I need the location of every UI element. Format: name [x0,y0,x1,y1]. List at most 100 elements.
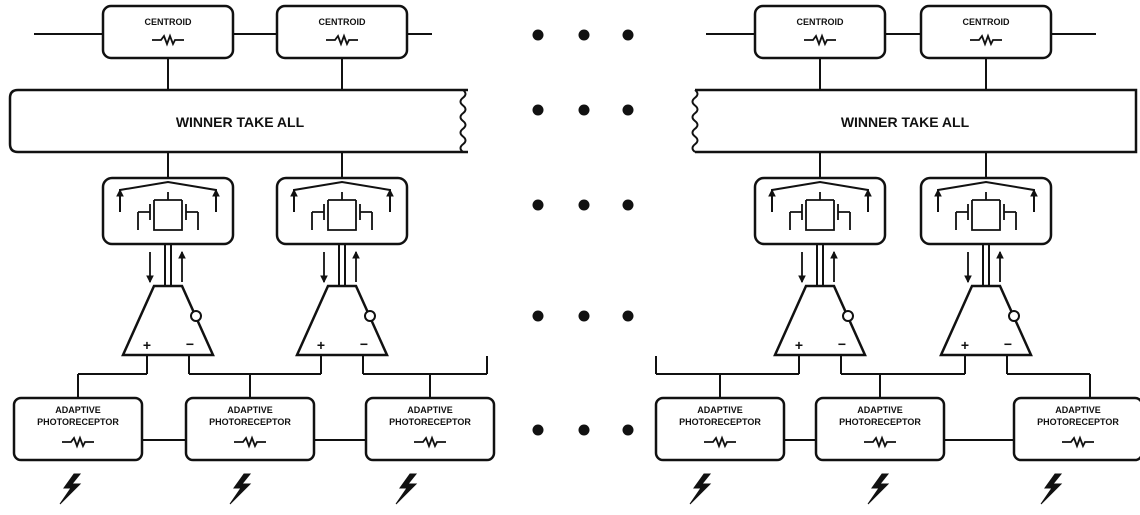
photoreceptor-block [12,396,144,462]
minus-input-label: − [1004,336,1012,352]
adaptive-label: ADAPTIVE [857,405,903,415]
ellipsis-dot [532,29,544,41]
arrow-up-icon [830,250,838,259]
arrow-up-icon [386,188,394,197]
feedback-path [119,180,217,212]
light-input-icon [395,473,418,505]
winner-take-all-label: WINNER TAKE ALL [841,114,970,130]
resistor-icon [804,33,836,47]
photoreceptor-block [814,396,946,462]
resistor-icon [704,435,736,449]
arrow-down-icon [798,275,806,284]
ellipsis-dot [622,424,634,436]
arrow-up-icon [116,188,124,197]
adaptive-label: ADAPTIVE [55,405,101,415]
arrow-up-icon [996,250,1004,259]
pixel-switch-block [101,176,235,246]
ellipsis-dot [578,104,590,116]
resistor-icon [62,435,94,449]
resistor-icon [970,33,1002,47]
arrow-down-icon [964,275,972,284]
ellipsis-dot [532,424,544,436]
adaptive-label: ADAPTIVE [227,405,273,415]
ellipsis-dot [622,29,634,41]
photoreceptor-block [364,396,496,462]
winner-take-all-bar [8,88,468,154]
photoreceptor-label: PHOTORECEPTOR [209,417,291,427]
photoreceptor-label: PHOTORECEPTOR [839,417,921,427]
feedback-path [293,180,391,212]
light-input-icon [689,473,712,505]
feedback-path [771,180,869,212]
photoreceptor-label: PHOTORECEPTOR [389,417,471,427]
ellipsis-dot [532,104,544,116]
photoreceptor-block [654,396,786,462]
winner-take-all-label: WINNER TAKE ALL [176,114,305,130]
transistor-pair-icon [311,192,373,231]
photoreceptor-block [1012,396,1140,462]
arrow-up-icon [768,188,776,197]
ellipsis-dot [532,310,544,322]
resistor-icon [414,435,446,449]
arrow-up-icon [352,250,360,259]
arrow-down-icon [146,275,154,284]
adaptive-label: ADAPTIVE [407,405,453,415]
ellipsis-dot [578,424,590,436]
photoreceptor-label: PHOTORECEPTOR [1037,417,1119,427]
pixel-switch-block [919,176,1053,246]
resistor-icon [326,33,358,47]
resistor-icon [234,435,266,449]
transconductance-amplifier [295,284,389,357]
transconductance-amplifier [773,284,867,357]
light-input-icon [229,473,252,505]
arrow-up-icon [290,188,298,197]
transistor-pair-icon [789,192,851,231]
light-input-icon [1040,473,1063,505]
transistor-pair-icon [137,192,199,231]
ellipsis-dot [578,199,590,211]
pixel-switch-block [753,176,887,246]
photoreceptor-label: PHOTORECEPTOR [37,417,119,427]
resistor-icon [864,435,896,449]
plus-input-label: + [795,337,803,353]
centroid-label: CENTROID [145,17,193,27]
minus-input-label: − [360,336,368,352]
ellipsis-dot [578,29,590,41]
ellipsis-dot [532,199,544,211]
centroid-label: CENTROID [319,17,367,27]
centroid-label: CENTROID [797,17,845,27]
minus-input-label: − [186,336,194,352]
bias-node-icon [1008,310,1020,322]
break-edge [459,89,467,153]
centroid-block [919,4,1053,60]
minus-input-label: − [838,336,846,352]
plus-input-label: + [961,337,969,353]
arrow-up-icon [864,188,872,197]
break-edge [691,89,699,153]
adaptive-label: ADAPTIVE [697,405,743,415]
arrow-up-icon [1030,188,1038,197]
bias-node-icon [842,310,854,322]
bias-node-icon [190,310,202,322]
ellipsis-dot [622,310,634,322]
centroid-block [101,4,235,60]
arrow-down-icon [320,275,328,284]
resistor-icon [152,33,184,47]
ellipsis-dot [622,199,634,211]
ellipsis-dot [622,104,634,116]
photoreceptor-label: PHOTORECEPTOR [679,417,761,427]
pixel-switch-block [275,176,409,246]
adaptive-label: ADAPTIVE [1055,405,1101,415]
transconductance-amplifier [939,284,1033,357]
photoreceptor-block [184,396,316,462]
plus-input-label: + [317,337,325,353]
light-input-icon [867,473,890,505]
arrow-up-icon [178,250,186,259]
feedback-path [937,180,1035,212]
transistor-pair-icon [955,192,1017,231]
light-input-icon [59,473,82,505]
centroid-block [753,4,887,60]
bias-node-icon [364,310,376,322]
transconductance-amplifier [121,284,215,357]
